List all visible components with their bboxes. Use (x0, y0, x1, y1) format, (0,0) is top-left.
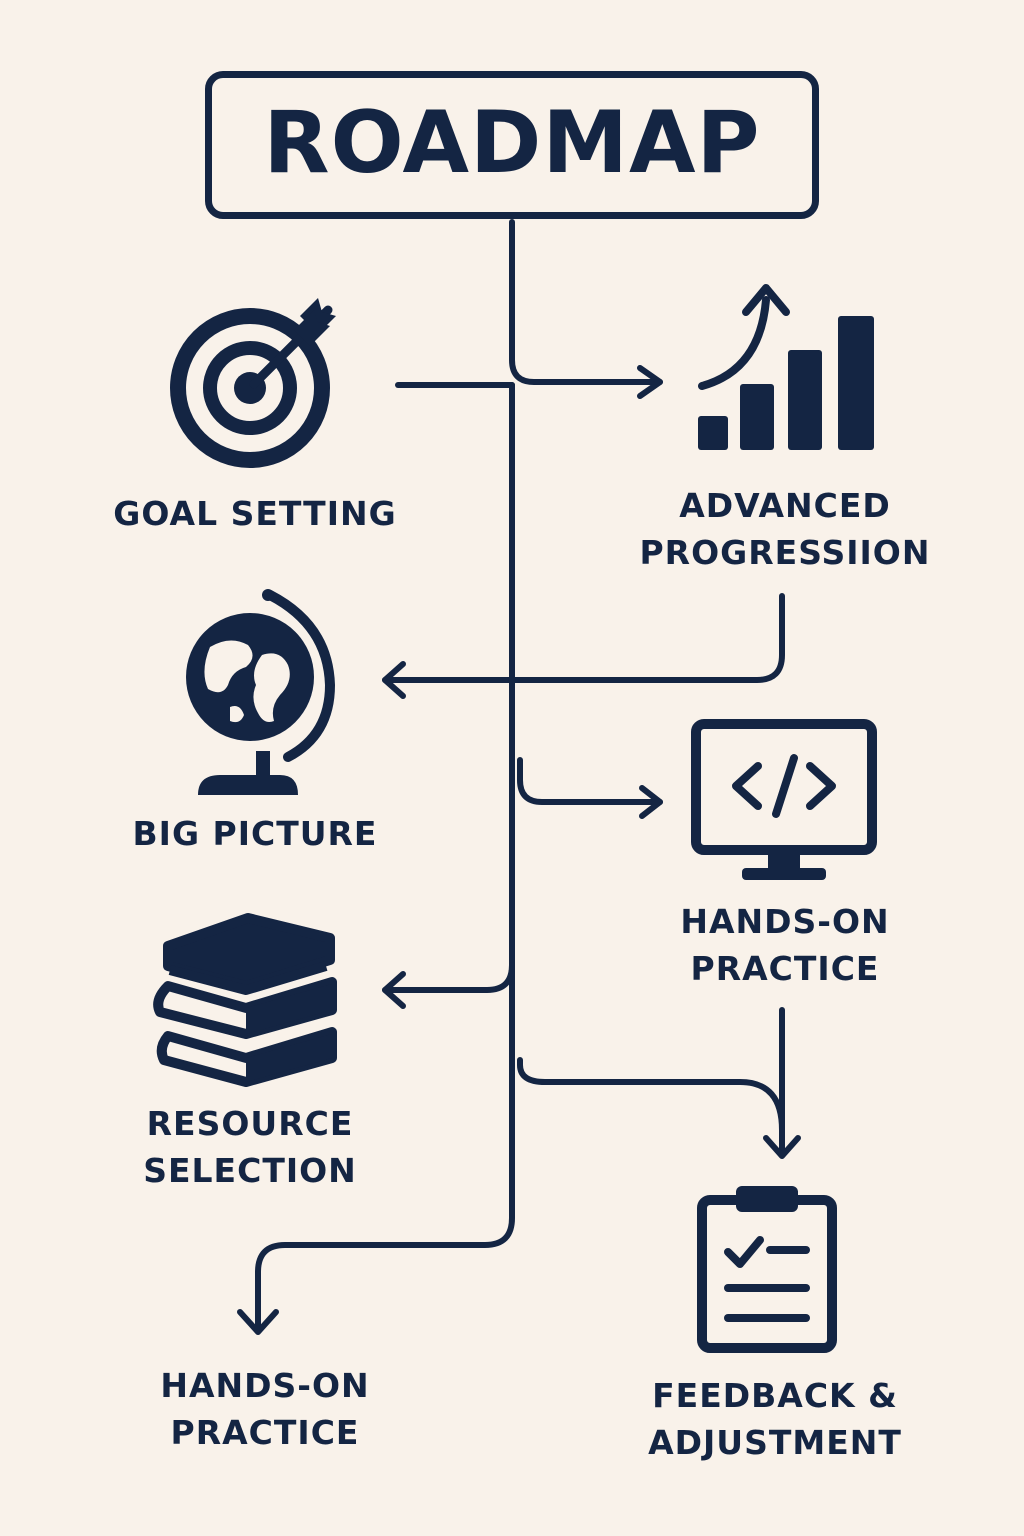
arrow-head-bigpicture (382, 661, 406, 699)
advanced-progression-label: ADVANCED PROGRESSIION (639, 486, 931, 572)
branch-handson-right (517, 757, 663, 805)
globe-icon (186, 589, 336, 795)
hands-on-practice-left-label: HANDS-ON PRACTICE (160, 1366, 370, 1452)
arrow-head-handson-left (237, 1309, 279, 1335)
resource-selection-label: RESOURCE SELECTION (143, 1104, 357, 1190)
code-monitor-icon (691, 719, 877, 880)
book-stack-icon (153, 913, 337, 1087)
page-title: ROADMAP (263, 93, 761, 193)
arrow-head-handson-right (639, 785, 663, 819)
big-picture-label: BIG PICTURE (132, 814, 378, 853)
target-icon (170, 298, 336, 468)
arrow-head-advanced (637, 365, 663, 399)
bar-chart-growth-icon (698, 284, 874, 450)
title-box: ROADMAP (205, 71, 819, 219)
arrow-head-feedback (763, 1135, 801, 1159)
trunk-top (509, 219, 663, 385)
clipboard-checklist-icon (697, 1186, 837, 1353)
arrow-head-resource (382, 971, 406, 1009)
branch-resource (382, 962, 515, 993)
branch-feedback (517, 1057, 785, 1158)
hands-on-practice-right-label: HANDS-ON PRACTICE (680, 902, 890, 988)
feedback-adjustment-label: FEEDBACK & ADJUSTMENT (648, 1376, 902, 1462)
advanced-to-bigpicture (382, 593, 785, 683)
trunk-main (255, 382, 515, 1333)
goal-setting-label: GOAL SETTING (113, 494, 397, 533)
